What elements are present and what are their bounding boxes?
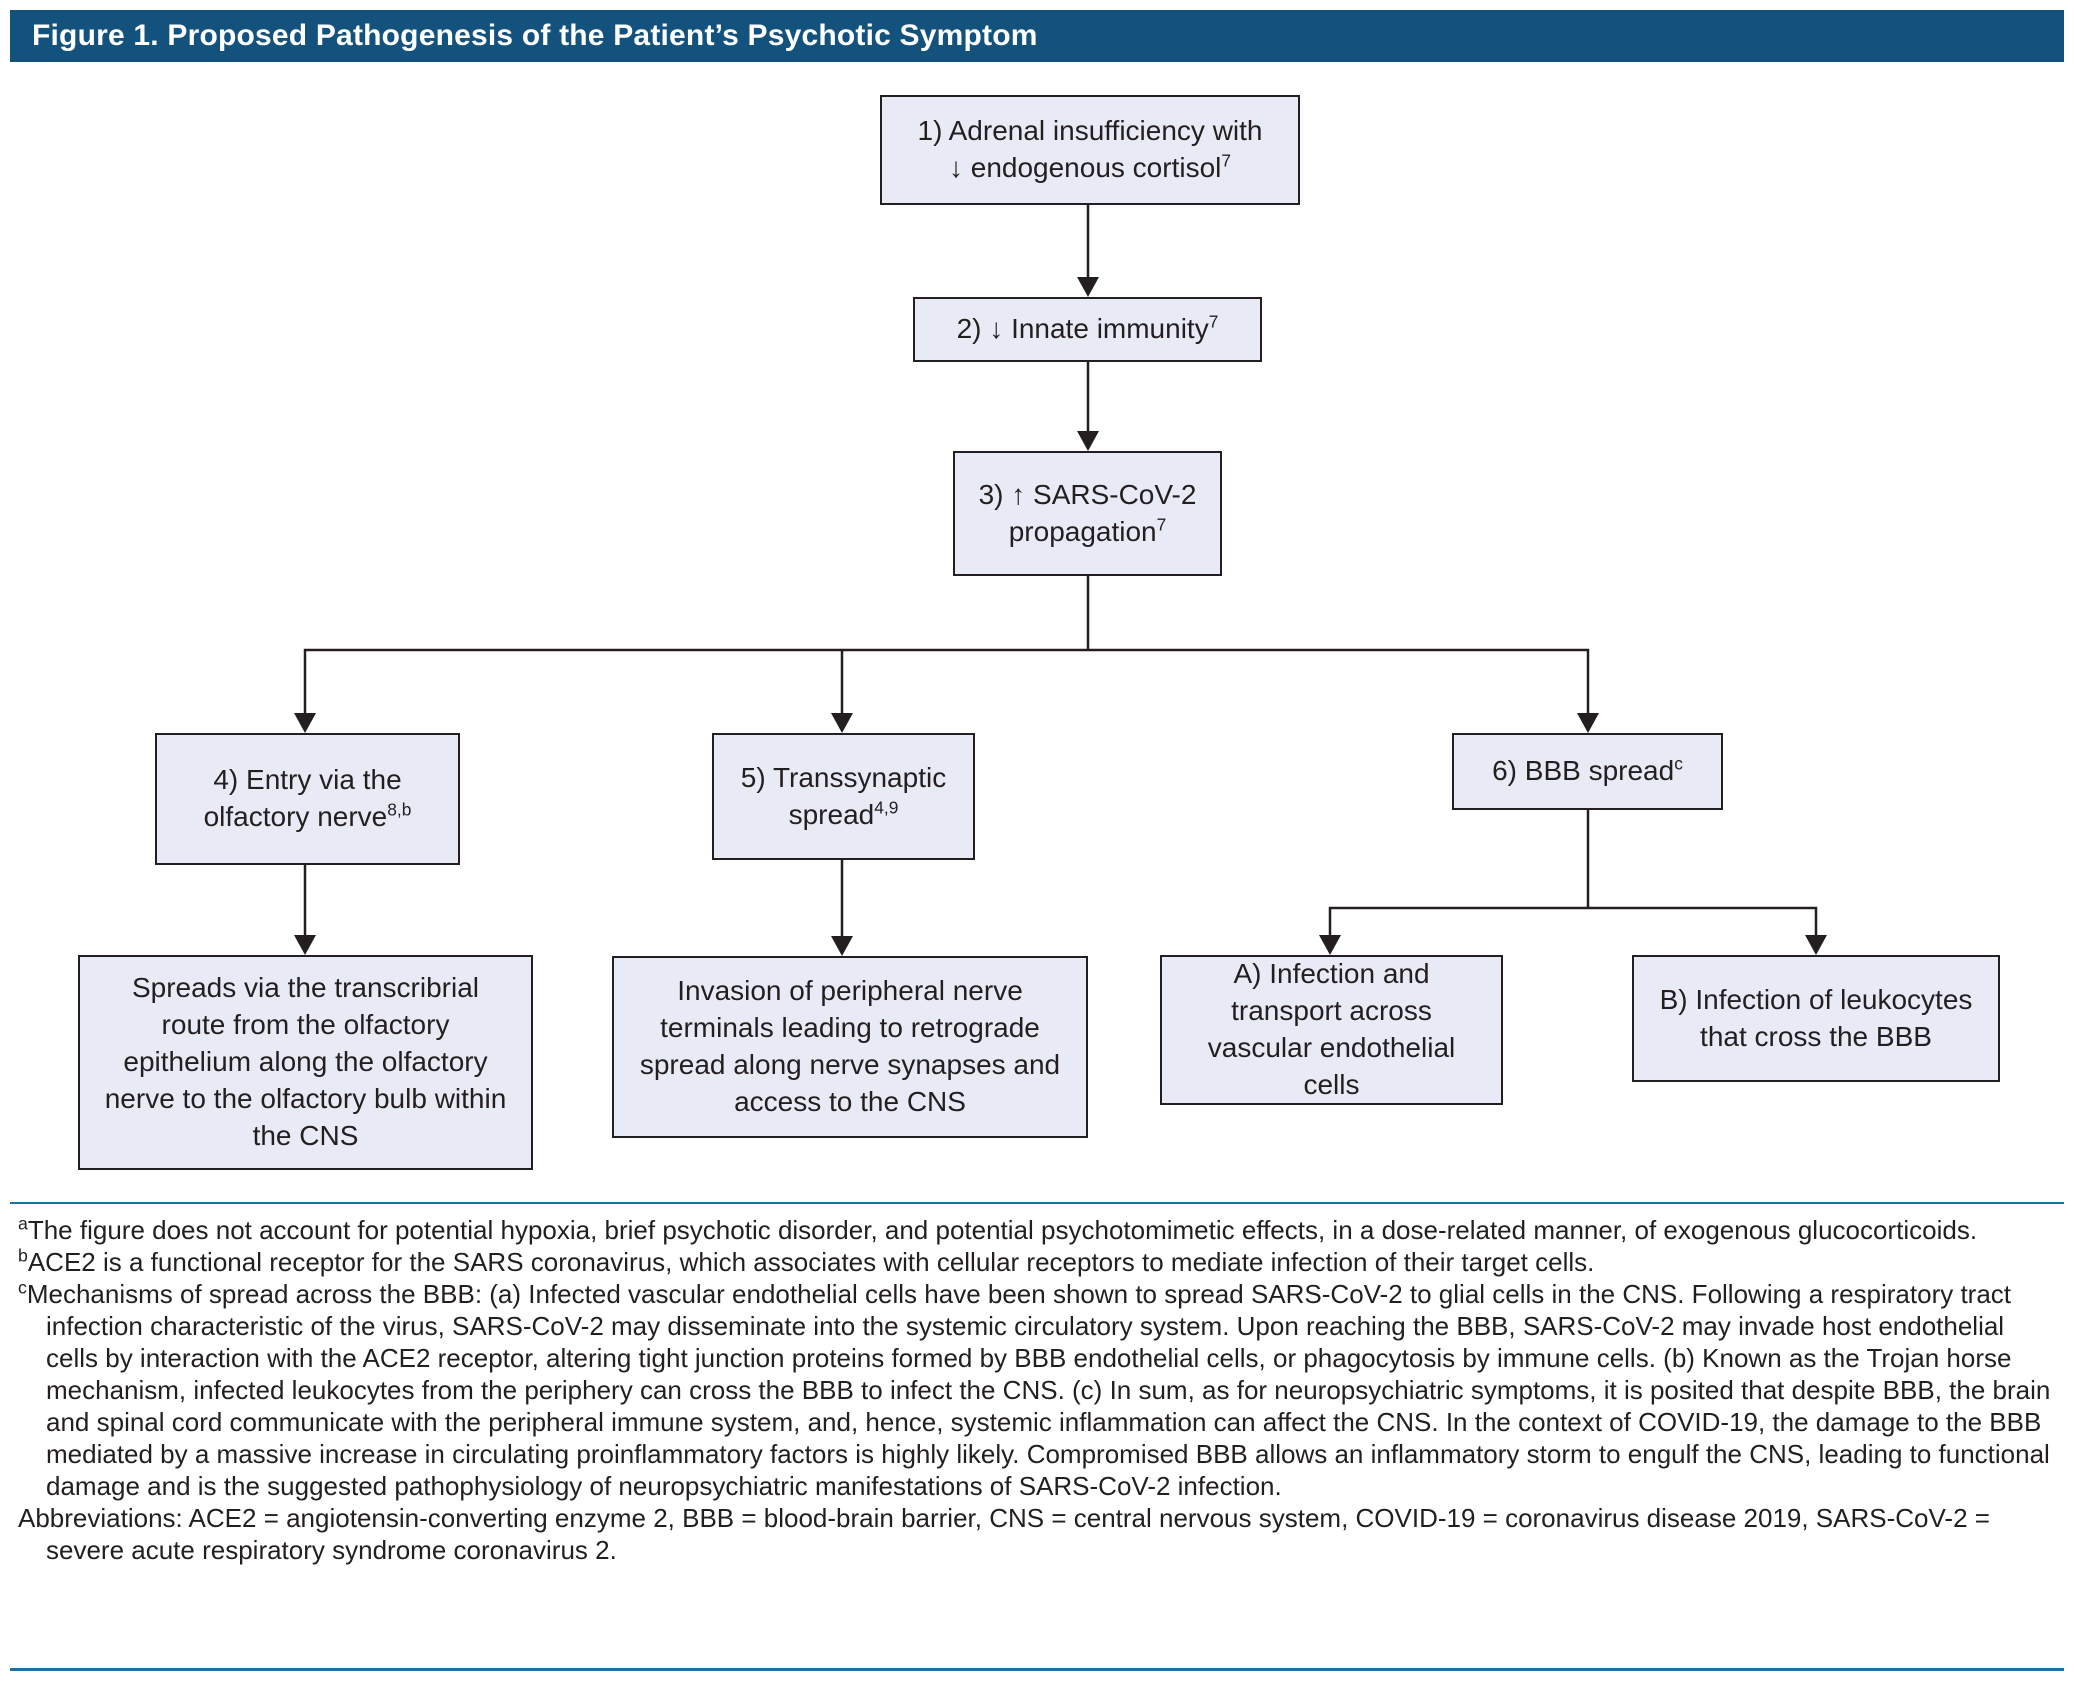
box6-line1: 6) BBB spread	[1492, 755, 1675, 787]
box2-line1: 2) ↓ Innate immunity	[956, 313, 1209, 345]
footnote-a-marker: a	[18, 1213, 28, 1234]
footnote-separator-line	[10, 1202, 2064, 1204]
box5-line1: 5) Transsynaptic	[740, 761, 947, 793]
abbreviations-text: Abbreviations: ACE2 = angiotensin-conver…	[18, 1503, 1990, 1565]
boxB-text: B) Infection of leukocytes that cross th…	[1659, 983, 1973, 1052]
box6-superscript: c	[1674, 753, 1683, 774]
box2-superscript: 7	[1208, 311, 1219, 332]
connector-box5-detail	[831, 860, 853, 956]
flowchart-box-3-sars-cov-2-propagation: 3) ↑ SARS-CoV-2 propagation7	[953, 451, 1222, 576]
footnote-c-text: Mechanisms of spread across the BBB: (a)…	[26, 1279, 2051, 1501]
box4-line1: 4) Entry via the	[213, 764, 402, 796]
box3-superscript: 7	[1156, 514, 1167, 535]
box4-detail-text: Spreads via the transcribrial route from…	[104, 972, 507, 1151]
flowchart-box-2-innate-immunity: 2) ↓ Innate immunity7	[913, 297, 1262, 362]
footnote-b-text: ACE2 is a functional receptor for the SA…	[27, 1247, 1595, 1277]
flowchart-box-4-olfactory-nerve-entry: 4) Entry via the olfactory nerve8,b	[155, 733, 460, 865]
bottom-separator-line	[10, 1668, 2064, 1671]
box4-superscript: 8,b	[387, 799, 412, 820]
connector-box6-branches	[1319, 810, 1827, 955]
flowchart-box-1-adrenal-insufficiency: 1) Adrenal insufficiency with ↓ endogeno…	[880, 95, 1300, 205]
footnotes-block: aThe figure does not account for potenti…	[18, 1214, 2056, 1566]
footnote-a-text: The figure does not account for potentia…	[27, 1215, 1978, 1245]
box1-superscript: 7	[1221, 150, 1232, 171]
flowchart-box-5-transsynaptic-spread: 5) Transsynaptic spread4,9	[712, 733, 975, 860]
boxA-text: A) Infection and transport across vascul…	[1207, 958, 1456, 1100]
box3-line1: 3) ↑ SARS-CoV-2	[978, 478, 1197, 510]
figure-title-bar: Figure 1. Proposed Pathogenesis of the P…	[10, 10, 2064, 62]
box4-line2: olfactory nerve	[203, 801, 388, 832]
abbreviations: Abbreviations: ACE2 = angiotensin-conver…	[18, 1502, 2056, 1566]
box1-line1: 1) Adrenal insufficiency with	[917, 115, 1263, 147]
connector-box1-box2	[1077, 205, 1099, 297]
flowchart-box-transcribrial-route-detail: Spreads via the transcribrial route from…	[78, 955, 533, 1170]
box5-line2: spread	[788, 798, 875, 830]
flowchart-box-b-leukocytes: B) Infection of leukocytes that cross th…	[1632, 955, 2000, 1082]
footnote-c: cMechanisms of spread across the BBB: (a…	[18, 1278, 2056, 1502]
box3-line2: propagation	[1008, 515, 1157, 547]
footnote-b: bACE2 is a functional receptor for the S…	[18, 1246, 2056, 1278]
flowchart-box-peripheral-nerve-invasion-detail: Invasion of peripheral nerve terminals l…	[612, 956, 1088, 1138]
box5-detail-text: Invasion of peripheral nerve terminals l…	[639, 975, 1061, 1117]
footnote-b-marker: b	[18, 1245, 28, 1266]
footnote-c-marker: c	[18, 1277, 27, 1298]
connector-box2-box3	[1077, 362, 1099, 451]
connector-box3-branches	[294, 576, 1599, 733]
footnote-a: aThe figure does not account for potenti…	[18, 1214, 2056, 1246]
box1-line2: ↓ endogenous cortisol	[948, 152, 1222, 183]
figure-title: Figure 1. Proposed Pathogenesis of the P…	[32, 19, 1038, 52]
box5-superscript: 4,9	[874, 797, 899, 818]
connector-box4-detail	[294, 865, 316, 955]
flowchart-box-a-vascular-endothelial: A) Infection and transport across vascul…	[1160, 955, 1503, 1105]
flowchart-box-6-bbb-spread: 6) BBB spreadc	[1452, 733, 1723, 810]
